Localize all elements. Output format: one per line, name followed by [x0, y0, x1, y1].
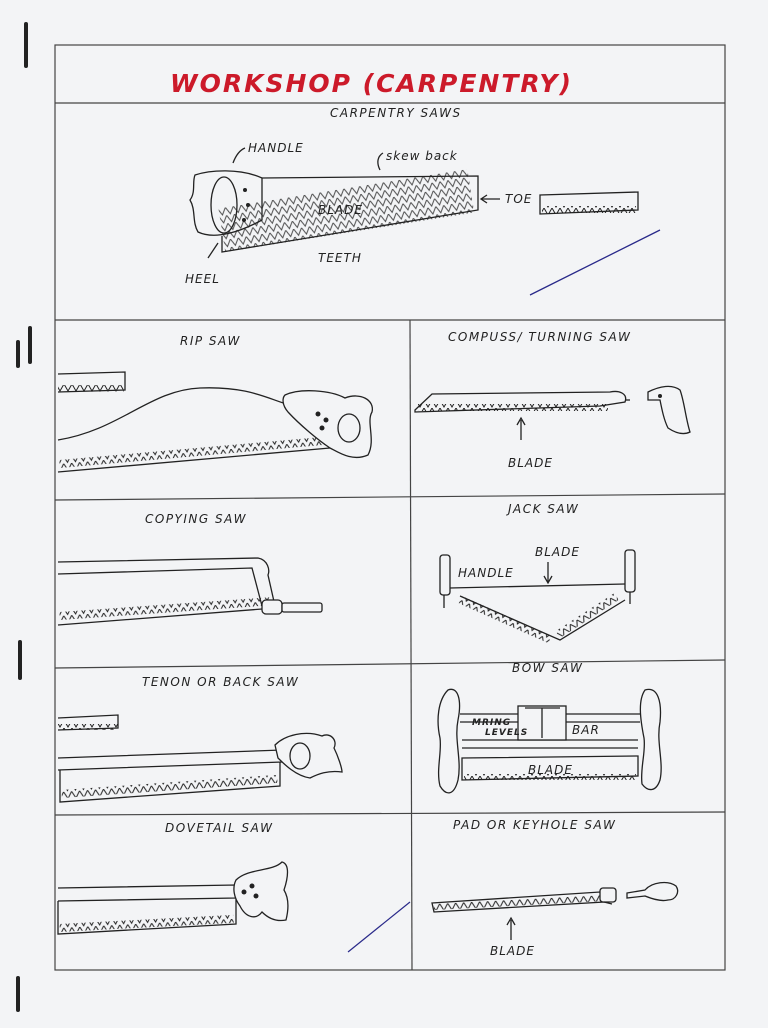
bow-saw-panel: BOW SAW MRING LEVELS BAR BLADE: [437, 661, 662, 794]
page-title: WORKSHOP (CARPENTRY): [170, 69, 573, 98]
keyhole-saw-panel: PAD OR KEYHOLE SAW BLADE: [431, 818, 679, 958]
binding-hole: [28, 326, 32, 364]
bow-saw-title: BOW SAW: [512, 661, 583, 675]
compass-saw-panel: COMPUSS/ TURNING SAW BLADE: [414, 330, 691, 470]
copying-saw-title: COPYING SAW: [145, 512, 247, 526]
keyhole-saw-title: PAD OR KEYHOLE SAW: [453, 818, 616, 832]
bow-bar-label: BAR: [572, 723, 600, 737]
page-frame: [54, 44, 726, 971]
binding-hole: [24, 22, 28, 68]
binding-hole: [18, 640, 22, 680]
carpentry-saw-figure: CARPENTRY SAWS HANDLE skew back BLADE TO…: [185, 106, 661, 296]
dovetail-saw-panel: DOVETAIL SAW: [57, 821, 411, 953]
label-toe: TOE: [505, 192, 532, 206]
copying-saw-panel: COPYING SAW: [57, 512, 323, 626]
jack-saw-title: JACK SAW: [506, 502, 579, 516]
bow-blade-label: BLADE: [528, 763, 573, 777]
compass-blade-label: BLADE: [508, 456, 553, 470]
bow-levels-label-2: LEVELS: [485, 728, 528, 738]
tenon-saw-title: TENON OR BACK SAW: [142, 675, 299, 689]
label-blade: BLADE: [318, 203, 363, 217]
label-handle: HANDLE: [248, 141, 304, 155]
binding-hole: [16, 976, 20, 1012]
rip-saw-title: RIP SAW: [180, 334, 241, 348]
carpentry-saws-heading: CARPENTRY SAWS: [330, 106, 462, 120]
binding-hole: [16, 340, 20, 368]
compass-saw-title: COMPUSS/ TURNING SAW: [448, 330, 631, 344]
jack-saw-panel: JACK SAW HANDLE BLADE: [439, 502, 636, 644]
dovetail-saw-title: DOVETAIL SAW: [165, 821, 273, 835]
label-skew-back: skew back: [386, 149, 458, 163]
keyhole-blade-label: BLADE: [490, 944, 535, 958]
rip-saw-panel: RIP SAW: [57, 334, 373, 473]
label-teeth: TEETH: [318, 251, 362, 265]
label-heel: HEEL: [185, 272, 220, 286]
jack-handle-label: HANDLE: [458, 566, 514, 580]
jack-blade-label: BLADE: [535, 545, 580, 559]
bow-levels-label-1: MRING: [472, 718, 511, 728]
tenon-saw-panel: TENON OR BACK SAW: [57, 675, 343, 803]
